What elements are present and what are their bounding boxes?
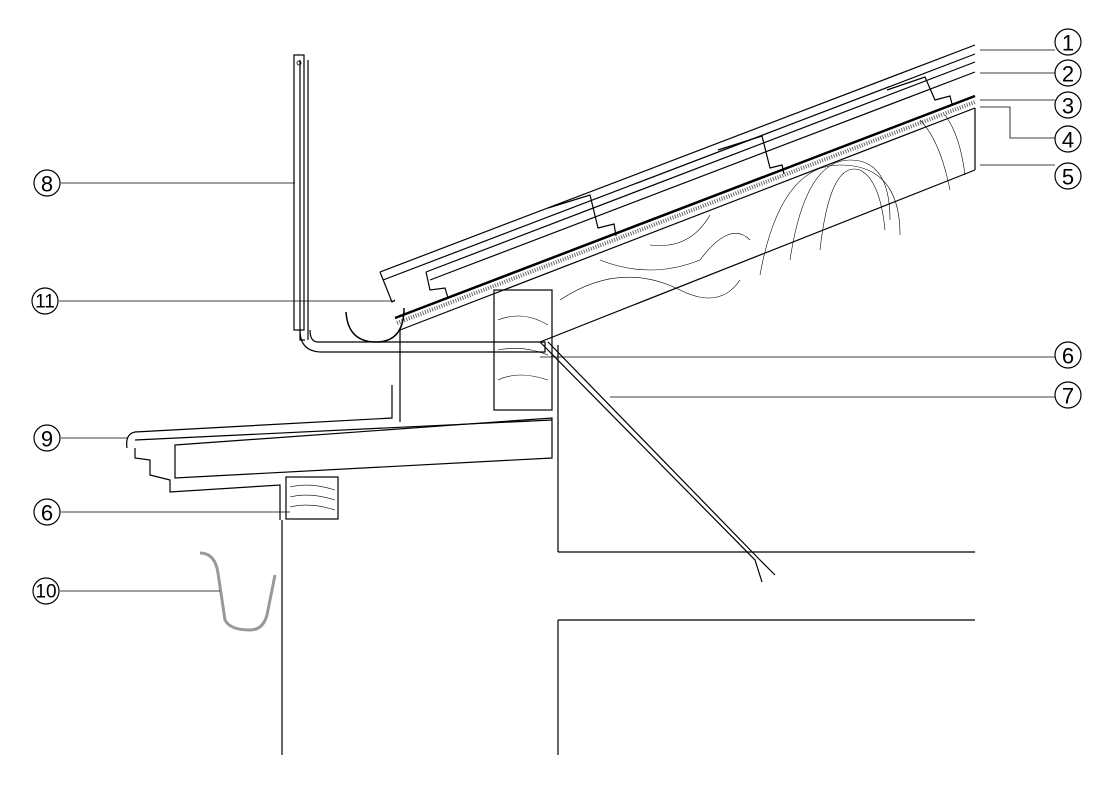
cornice [126, 385, 553, 520]
wall-plate [285, 289, 553, 520]
callout-5: 5 [1054, 162, 1082, 190]
callout-2: 2 [1054, 59, 1082, 87]
downpipe-clip [199, 551, 277, 632]
callout-6-lower: 6 [33, 498, 61, 526]
svg-text:11: 11 [35, 292, 55, 313]
callout-10: 10 [32, 577, 60, 605]
gutter [345, 307, 405, 343]
svg-text:10: 10 [35, 582, 56, 603]
callout-11: 11 [31, 287, 59, 315]
svg-text:5: 5 [1062, 165, 1074, 190]
roof-tiles [379, 44, 976, 303]
svg-text:9: 9 [41, 427, 53, 452]
callout-1: 1 [1054, 28, 1082, 56]
svg-text:2: 2 [1062, 62, 1074, 87]
callout-3: 3 [1054, 91, 1082, 119]
callout-4: 4 [1054, 125, 1082, 153]
membrane [539, 341, 776, 583]
leader-lines [59, 49, 1055, 592]
svg-text:4: 4 [1062, 128, 1074, 153]
walls [281, 330, 975, 755]
svg-text:1: 1 [1062, 31, 1074, 56]
svg-text:6: 6 [1062, 344, 1074, 369]
rafter [539, 108, 976, 343]
callout-6-upper: 6 [1054, 341, 1082, 369]
svg-text:7: 7 [1062, 384, 1074, 409]
callout-8: 8 [33, 169, 61, 197]
callout-9: 9 [33, 424, 61, 452]
callout-7: 7 [1054, 381, 1082, 409]
svg-text:8: 8 [41, 172, 53, 197]
underlay-layers [394, 94, 976, 331]
svg-text:3: 3 [1062, 94, 1074, 119]
svg-text:6: 6 [41, 501, 53, 526]
